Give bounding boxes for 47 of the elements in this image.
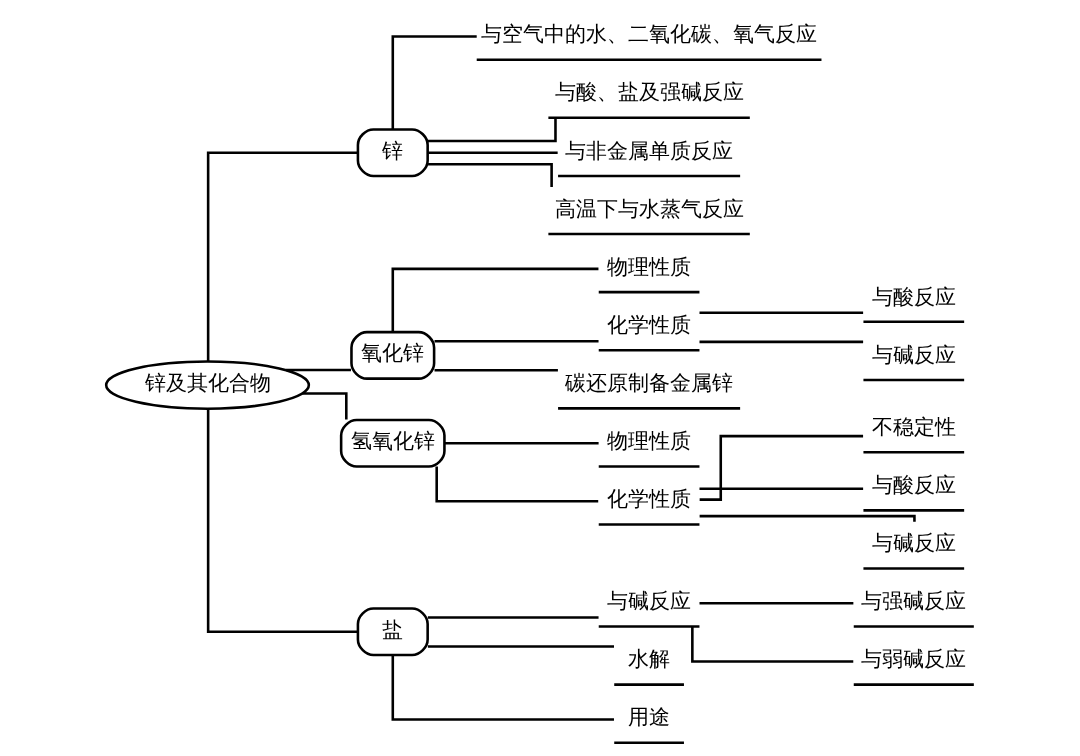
node-text: 化学性质	[607, 312, 692, 337]
node-text: 与非金属单质反应	[565, 138, 734, 163]
node-text: 不稳定性	[871, 414, 956, 439]
node-text: 碳还原制备金属锌	[565, 371, 734, 396]
connector	[206, 409, 358, 633]
connector	[699, 514, 916, 522]
node-text: 与酸、盐及强碱反应	[554, 80, 744, 105]
connector	[391, 35, 477, 130]
node-ellipse: 锌及其化合物	[104, 360, 311, 410]
connector	[427, 616, 599, 619]
connector	[391, 267, 599, 332]
node-text: 与弱碱反应	[861, 647, 967, 672]
connector	[391, 655, 614, 721]
connector	[699, 487, 864, 491]
node-text: 与碱反应	[607, 589, 692, 614]
node-text: 物理性质	[607, 254, 692, 279]
node-text: 与酸反应	[871, 284, 956, 309]
connector	[286, 368, 351, 372]
connector	[427, 645, 614, 648]
node-box: 盐	[356, 607, 429, 657]
connector	[699, 434, 864, 501]
node-box: 氧化锌	[350, 330, 436, 380]
connector	[691, 626, 854, 663]
connector	[699, 602, 854, 605]
node-box: 氢氧化锌	[339, 418, 446, 468]
connector	[434, 339, 599, 343]
connector	[699, 340, 864, 344]
node-text: 与碱反应	[871, 342, 956, 367]
node-text: 用途	[628, 705, 671, 730]
node-text: 化学性质	[607, 487, 692, 512]
node-text: 水解	[628, 647, 671, 672]
connector	[444, 441, 599, 445]
connector	[206, 151, 358, 362]
connector	[427, 118, 557, 143]
node-text: 与空气中的水、二氧化碳、氧气反应	[481, 22, 818, 47]
connector	[699, 311, 864, 315]
node-text: 与强碱反应	[861, 589, 967, 614]
node-text: 与酸反应	[871, 473, 956, 498]
connector	[435, 466, 599, 503]
node-box: 锌	[356, 128, 429, 178]
connector	[302, 392, 348, 420]
connector	[427, 151, 558, 154]
node-text: 与碱反应	[871, 531, 956, 556]
node-text: 高温下与水蒸气反应	[554, 196, 744, 221]
connector	[428, 163, 553, 187]
node-text: 物理性质	[607, 429, 692, 454]
connector	[434, 368, 558, 372]
